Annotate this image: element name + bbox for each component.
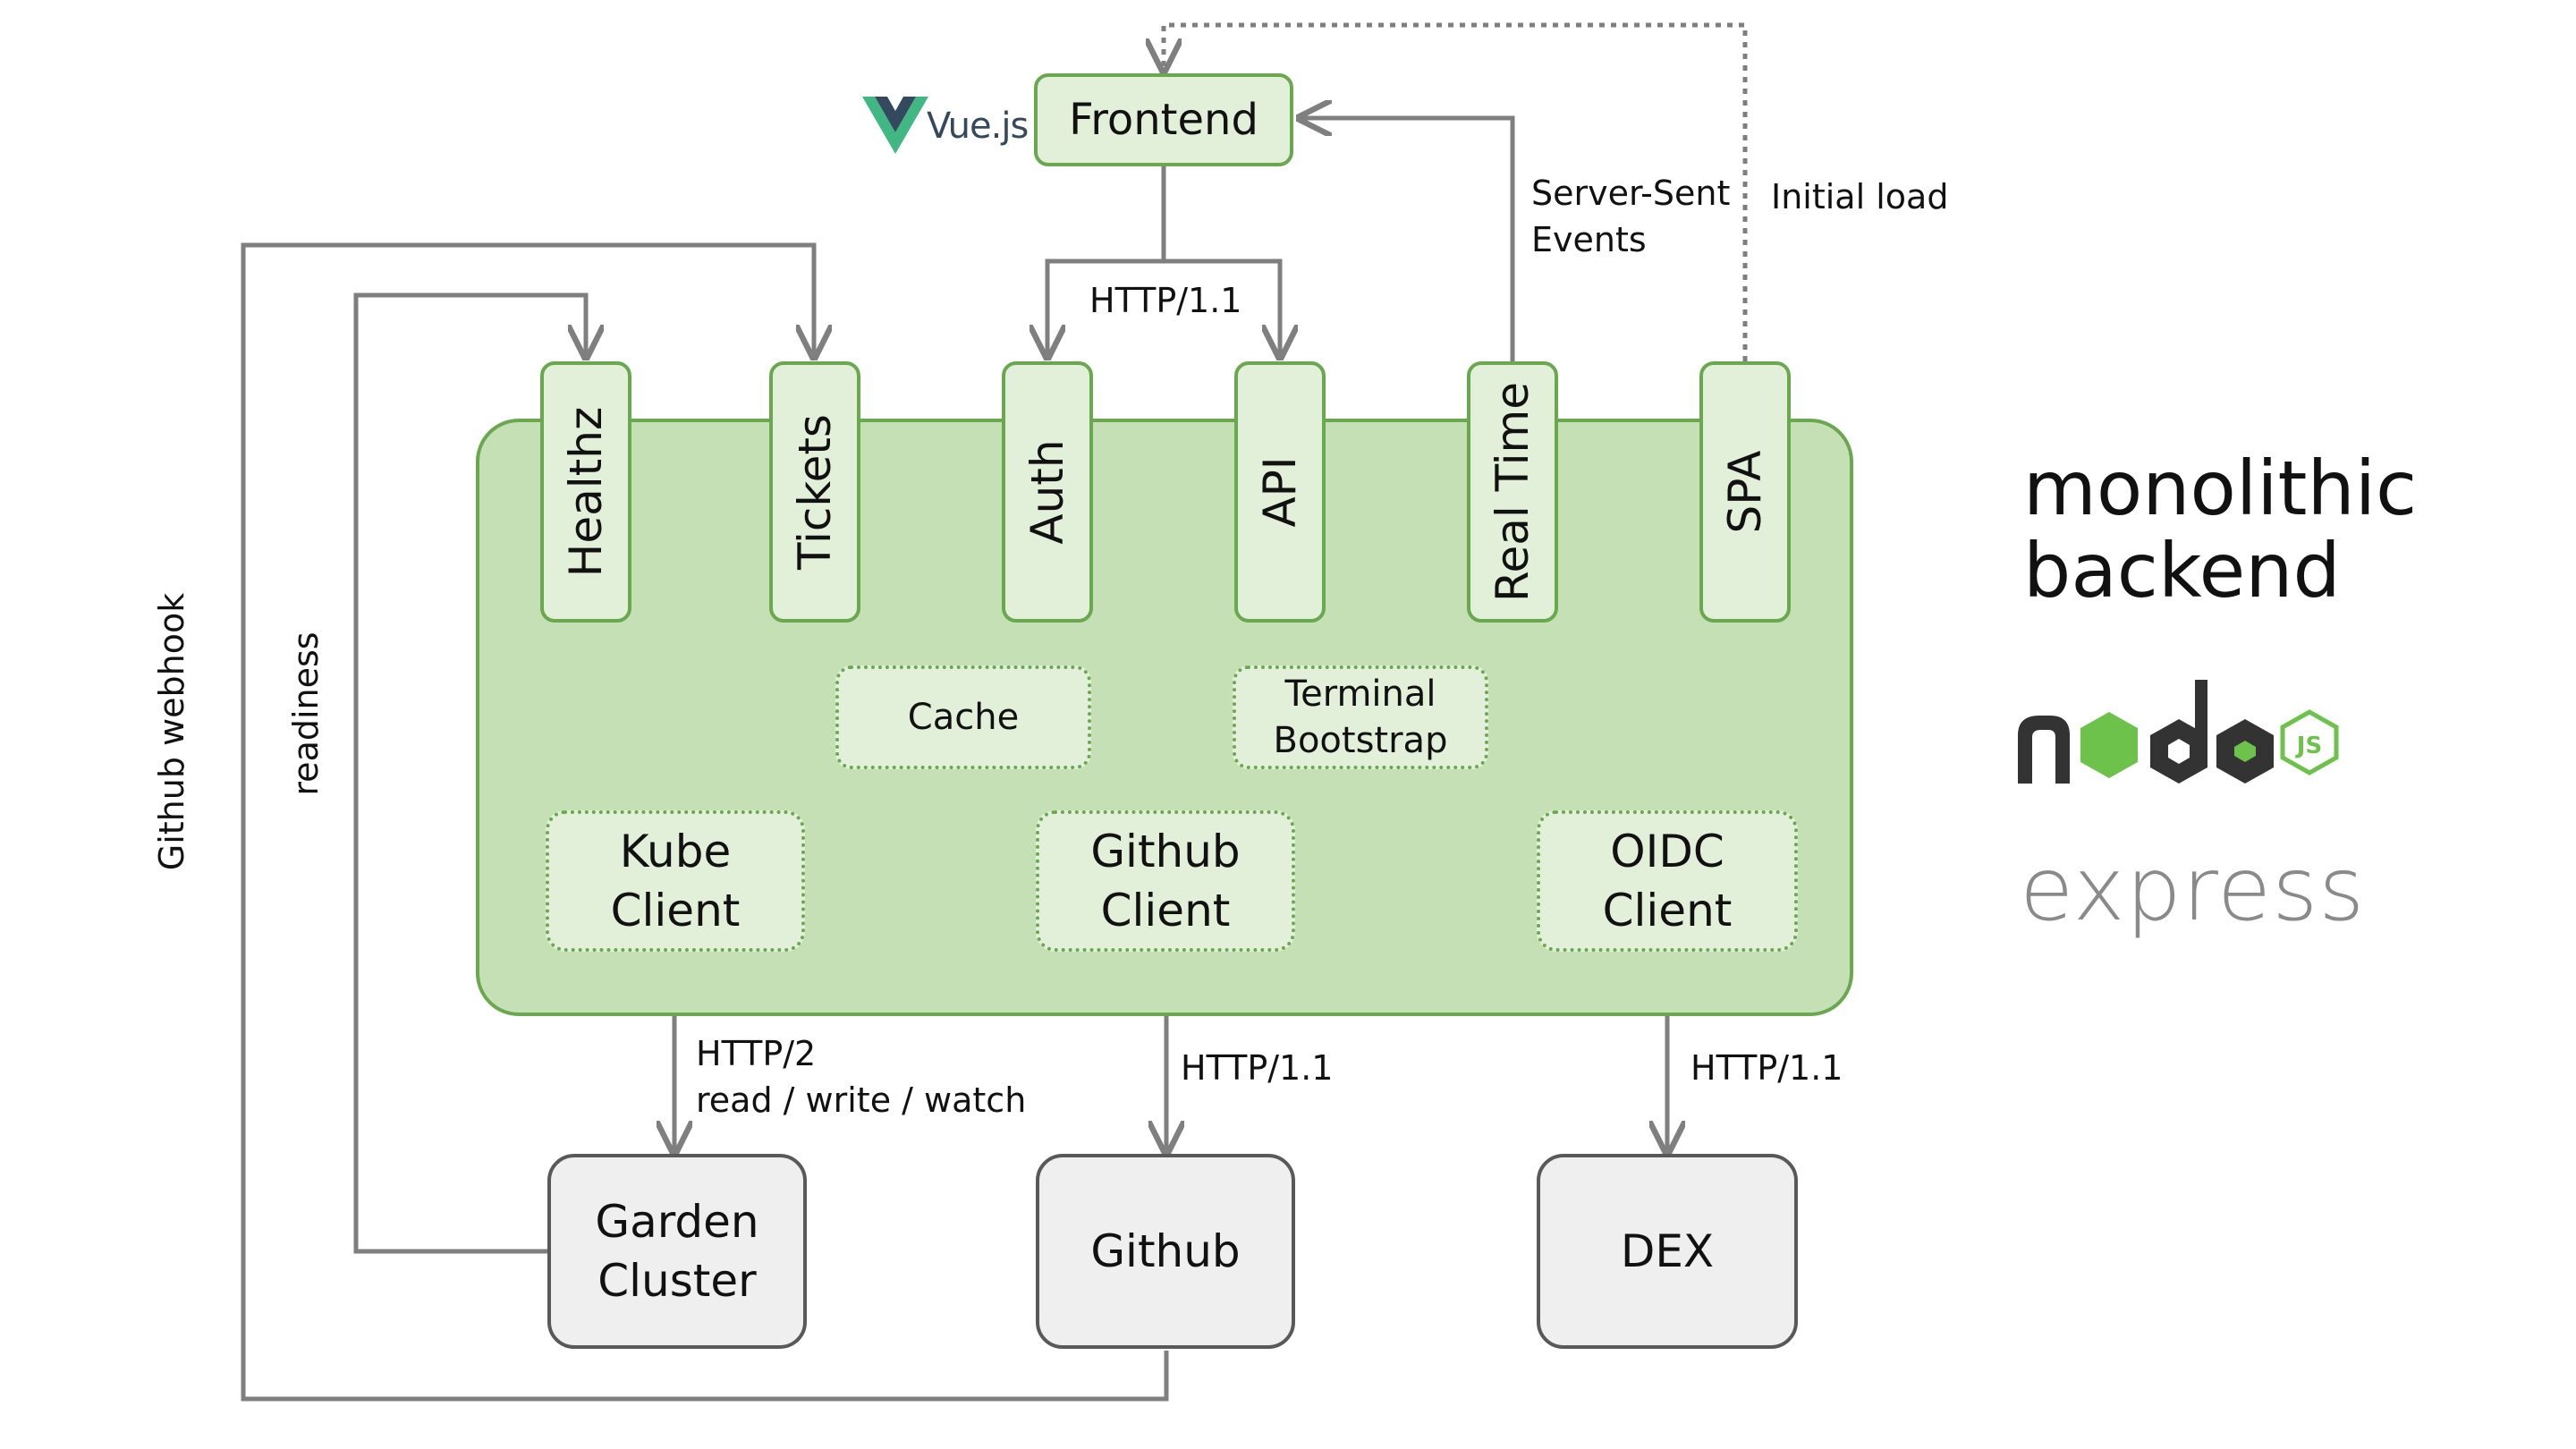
github-box: Github (1036, 1154, 1295, 1349)
dex-label: DEX (1620, 1225, 1715, 1277)
cache-label: Cache (907, 697, 1020, 738)
node-d-stem (2195, 680, 2207, 751)
endpoint-label: Auth (1021, 439, 1073, 545)
kube-protocol-label: HTTP/2 (696, 1034, 817, 1073)
endpoint-auth: Auth (1002, 361, 1093, 623)
vue-logo-text: Vue.js (927, 106, 1029, 147)
kube-ops-label: read / write / watch (696, 1080, 1027, 1120)
terminal-bootstrap-label: Terminal Bootstrap (1273, 674, 1448, 761)
frontend-label: Frontend (1069, 95, 1258, 145)
http-top-label: HTTP/1.1 (1089, 281, 1242, 320)
cache-module: Cache (835, 665, 1091, 769)
kube-client-module: Kube Client (546, 810, 805, 952)
monolithic-backend-title: monolithic backend (2023, 445, 2418, 614)
github-webhook-label: Github webhook (152, 592, 191, 871)
edge-github-webhook (241, 242, 1169, 1402)
endpoint-real-time: Real Time (1467, 361, 1558, 623)
edge-readiness (353, 292, 586, 1254)
dex-http-label: HTTP/1.1 (1690, 1048, 1843, 1088)
edge-frontend-api (1164, 258, 1280, 356)
endpoint-tickets: Tickets (769, 361, 860, 623)
garden-cluster-box: Garden Cluster (547, 1154, 807, 1349)
readiness-label: readiness (286, 631, 326, 796)
endpoint-label: Healthz (560, 406, 612, 578)
kube-client-label: Kube Client (610, 826, 741, 936)
github-label: Github (1090, 1225, 1241, 1277)
node-letter-n (2018, 716, 2070, 784)
endpoint-healthz: Healthz (540, 361, 631, 623)
oidc-client-module: OIDC Client (1537, 810, 1798, 952)
garden-cluster-label: Garden Cluster (595, 1196, 759, 1307)
endpoint-api: API (1234, 361, 1326, 623)
edge-frontend-auth (1047, 258, 1164, 356)
frontend-box: Frontend (1034, 73, 1293, 166)
endpoint-label: API (1254, 456, 1306, 528)
github-client-label: Github Client (1090, 826, 1241, 936)
terminal-bootstrap-module: Terminal Bootstrap (1233, 665, 1488, 769)
node-js-badge-icon (2280, 709, 2339, 775)
edge-spa-frontend (1164, 22, 1748, 361)
vue-icon (862, 97, 928, 154)
dex-box: DEX (1537, 1154, 1798, 1349)
endpoint-label: SPA (1719, 450, 1771, 534)
endpoint-label: Tickets (789, 414, 841, 570)
server-sent-events-label: Server-Sent Events (1531, 174, 1731, 259)
node-js-badge-text: JS (2295, 733, 2322, 759)
nodejs-logo: JS (2018, 680, 2339, 784)
endpoint-label: Real Time (1487, 381, 1538, 603)
oidc-client-label: OIDC Client (1602, 826, 1733, 936)
edge-realtime-frontend (1301, 118, 1515, 361)
github-http-label: HTTP/1.1 (1181, 1048, 1334, 1088)
initial-load-label: Initial load (1771, 177, 1949, 216)
github-client-module: Github Client (1036, 810, 1295, 952)
node-hexagon-o (2080, 712, 2138, 778)
express-logo: express (2020, 839, 2366, 941)
endpoint-spa: SPA (1699, 361, 1791, 623)
